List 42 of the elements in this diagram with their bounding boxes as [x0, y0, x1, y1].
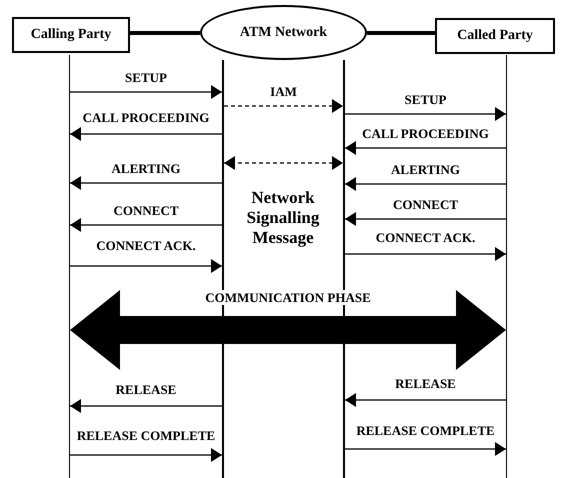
phase-label: COMMUNICATION PHASE — [204, 290, 372, 305]
message-label: ALERTING — [110, 161, 182, 176]
party-box: Calling Party — [12, 17, 130, 53]
message-label: CONNECT — [112, 203, 180, 218]
message-label: SETUP — [404, 92, 448, 107]
message-label: CONNECT ACK. — [95, 238, 197, 253]
message-arrow — [70, 259, 222, 273]
message-arrow — [224, 156, 343, 170]
message-arrow — [345, 212, 506, 226]
message-arrow — [70, 218, 222, 232]
lifeline — [69, 55, 70, 478]
lifeline — [222, 60, 224, 478]
message-label: CONNECT — [392, 197, 459, 212]
connector-line — [367, 31, 435, 35]
message-label: CONNECT ACK. — [374, 230, 476, 245]
message-label: RELEASE — [114, 382, 178, 397]
message-arrow — [70, 85, 222, 99]
message-arrow — [345, 393, 506, 407]
message-label: ALERTING — [390, 162, 461, 177]
message-label: CALL PROCEEDING — [361, 126, 490, 141]
message-arrow — [345, 141, 506, 155]
message-label: SETUP — [124, 70, 168, 85]
double-arrow — [70, 290, 506, 370]
message-label: RELEASE — [394, 376, 457, 391]
message-label: RELEASE COMPLETE — [76, 428, 216, 443]
message-label: CALL PROCEEDING — [82, 110, 210, 125]
network-ellipse: ATM Network — [200, 5, 367, 60]
lifeline — [506, 55, 507, 478]
party-box: Called Party — [435, 18, 555, 54]
message-arrow — [224, 99, 343, 113]
message-label: IAM — [269, 84, 298, 99]
message-arrow — [345, 247, 506, 261]
message-arrow — [345, 177, 506, 191]
message-label: RELEASE COMPLETE — [355, 423, 496, 438]
message-arrow — [70, 176, 222, 190]
message-arrow — [70, 399, 222, 413]
connector-line — [130, 31, 200, 35]
lifeline — [343, 60, 345, 478]
message-arrow — [70, 127, 222, 141]
message-arrow — [70, 448, 222, 462]
message-arrow — [345, 107, 506, 121]
message-arrow — [345, 442, 506, 456]
